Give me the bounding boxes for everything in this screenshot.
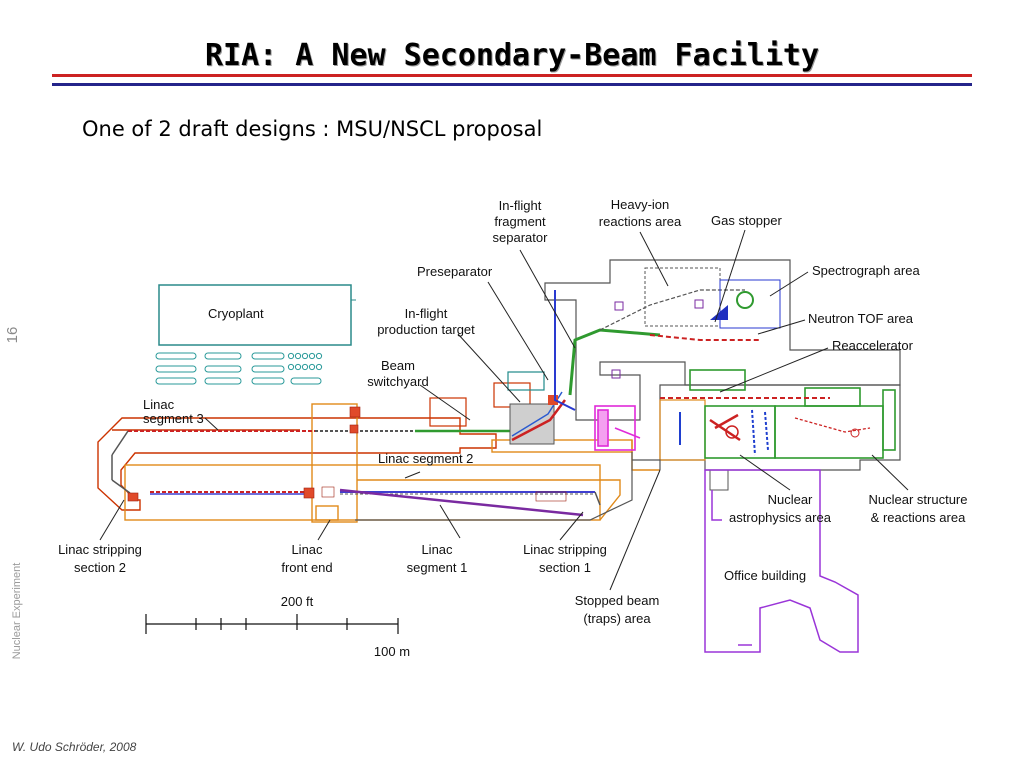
title-rule-blue [52,83,972,86]
linac-beamlines [111,429,601,517]
label-structure-l1: Nuclear structure [869,492,968,507]
label-stopped-l1: Stopped beam [575,593,660,608]
footer-author: W. Udo Schröder, 2008 [12,740,137,754]
scale-meters-label: 100 m [374,644,410,659]
stopped-beam-annex [355,452,661,521]
label-fragment-sep-l3: separator [493,230,549,245]
slide-subtitle: One of 2 draft designs : MSU/NSCL propos… [82,117,543,141]
label-cryoplant: Cryoplant [208,306,264,321]
label-gas-stopper: Gas stopper [711,213,782,228]
linac-building-orange [124,403,660,523]
label-front-end-l1: Linac [291,542,323,557]
office-building [704,469,859,653]
label-strip2-l1: Linac stripping [58,542,142,557]
label-linac-seg2: Linac segment 2 [378,451,473,466]
magenta-area [594,405,641,451]
leader-lines [99,229,909,591]
linac-components [127,406,567,502]
experimental-halls [659,369,901,491]
scale-bar: 200 ft 100 m [145,594,410,659]
label-heavy-ion-l2: reactions area [599,214,682,229]
label-astro-l2: astrophysics area [729,510,832,525]
label-office: Office building [724,568,806,583]
slide-title: RIA: A New Secondary-Beam Facility [204,38,820,73]
label-stopped-l2: (traps) area [583,611,651,626]
label-strip1-l2: section 1 [539,560,591,575]
diagram-labels: Linac segment 3 In-flight fragment separ… [58,197,967,626]
label-target-l2: production target [377,322,475,337]
label-front-end-l2: front end [281,560,332,575]
label-fragment-sep-l1: In-flight [499,198,542,213]
label-preseparator: Preseparator [417,264,493,279]
scale-feet-label: 200 ft [281,594,314,609]
label-seg1-l1: Linac [421,542,453,557]
main-experimental-building [544,259,901,421]
label-strip2-l2: section 2 [74,560,126,575]
switchyard-area [429,371,566,445]
label-switchyard-l1: Beam [381,358,415,373]
label-seg1-l2: segment 1 [407,560,468,575]
title-rule-red [52,74,972,77]
cryoplant-building: Cryoplant [155,284,356,385]
label-astro-l1: Nuclear [768,492,813,507]
label-spectrograph: Spectrograph area [812,263,920,278]
label-strip1-l1: Linac stripping [523,542,607,557]
label-target-l1: In-flight [405,306,448,321]
label-switchyard-l2: switchyard [367,374,428,389]
label-structure-l2: & reactions area [871,510,966,525]
label-neutron-tof: Neutron TOF area [808,311,914,326]
label-linac-seg3-l1: Linac [143,397,175,412]
label-heavy-ion-l1: Heavy-ion [611,197,670,212]
cryoplant-tanks [155,352,323,385]
label-linac-seg3-l2: segment 3 [143,411,204,426]
label-reaccelerator: Reaccelerator [832,338,914,353]
label-fragment-sep-l2: fragment [494,214,546,229]
